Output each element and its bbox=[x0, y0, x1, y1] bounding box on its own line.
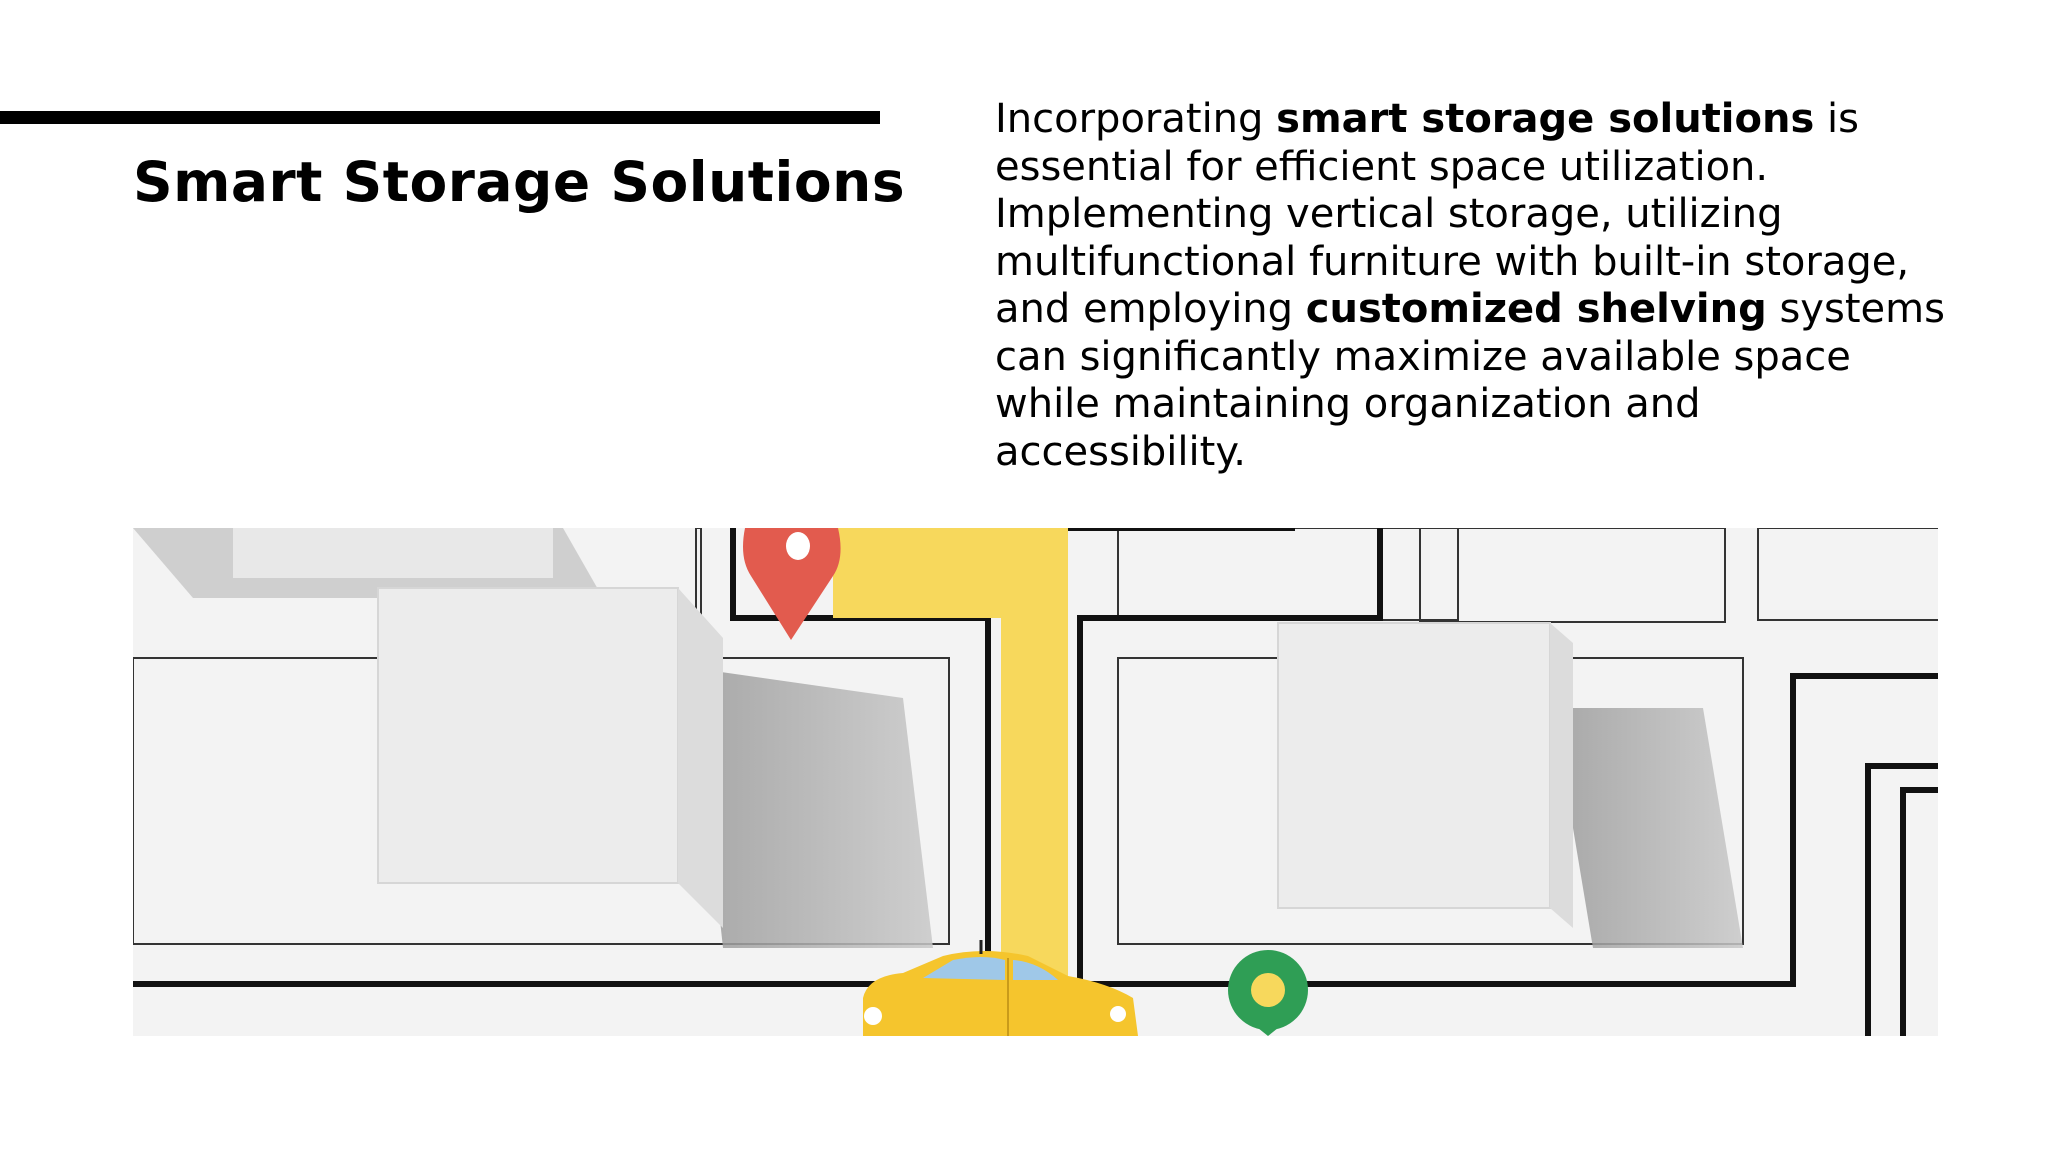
city-map-image bbox=[133, 528, 1938, 1036]
taxi-car-icon bbox=[863, 940, 1138, 1036]
body-bold-phrase: smart storage solutions bbox=[1276, 96, 1815, 142]
green-location-pin-icon bbox=[1228, 950, 1308, 1036]
body-bold-phrase: customized shelving bbox=[1305, 286, 1767, 332]
body-text-segment: systems can significantly maximize avail… bbox=[995, 286, 1945, 475]
slide-title: Smart Storage Solutions bbox=[133, 150, 906, 214]
body-text-segment: is essential for efficient space utiliza… bbox=[995, 96, 1910, 332]
body-text-segment: Incorporating bbox=[995, 96, 1277, 142]
city-map-illustration bbox=[133, 528, 1938, 1036]
red-location-pin-icon bbox=[743, 528, 841, 640]
body-paragraph: Incorporating smart storage solutions is… bbox=[995, 96, 1955, 476]
title-accent-bar bbox=[0, 111, 880, 124]
